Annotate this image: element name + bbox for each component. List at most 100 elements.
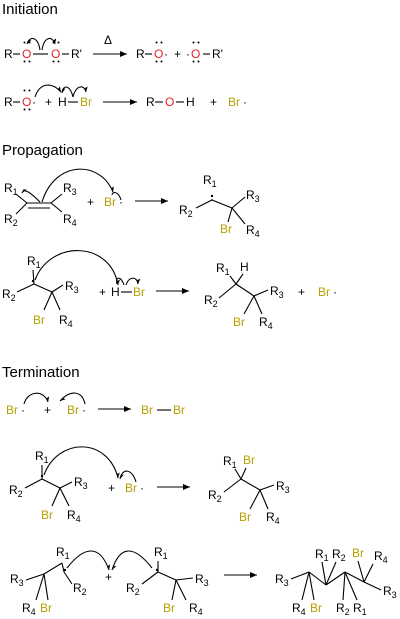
atom-bromine: Br [104, 195, 116, 209]
atom-r1: R1 [315, 547, 329, 563]
atom-r3: R3 [10, 572, 24, 588]
atom-bromine: Br [310, 601, 322, 615]
atom-bromine: Br [163, 601, 175, 615]
plus-sign: + [108, 481, 115, 495]
atom-r3: R3 [65, 279, 79, 295]
atom-r1: R1 [154, 545, 168, 561]
atom-r3: R3 [74, 475, 88, 491]
atom-r3: R3 [63, 181, 77, 197]
plus-sign: + [44, 403, 51, 417]
heading-termination: Termination [2, 364, 80, 381]
radical-dot: · [140, 481, 144, 495]
atom-oxygen: O [22, 47, 31, 61]
atom-r2: R2 [179, 203, 193, 219]
radical-dot: · [119, 195, 123, 209]
atom-bromine: Br [141, 403, 153, 417]
plus-sign: + [174, 47, 181, 61]
atom-r4: R4 [259, 315, 273, 331]
atom-r: R [136, 47, 145, 61]
atom-r: R [4, 47, 13, 61]
plus-sign: + [210, 95, 217, 109]
radical-dot: · [333, 285, 337, 299]
atom-r4: R4 [246, 223, 260, 239]
atom-r4: R4 [266, 510, 280, 526]
atom-oxygen: O [22, 95, 31, 109]
plus-sign: + [105, 570, 112, 584]
atom-r1: R1 [27, 254, 41, 270]
atom-r2: R2 [2, 287, 16, 303]
initiation-step-1: R O O R' Δ R O · + · O R' [4, 33, 223, 63]
atom-r: R [4, 95, 13, 109]
termination-step-1: Br · + Br · Br Br [6, 392, 185, 417]
atom-hydrogen: H [240, 260, 249, 274]
radical-dot: · [21, 403, 25, 417]
atom-r1: R1 [216, 261, 230, 277]
atom-r3: R3 [246, 188, 260, 204]
heading-initiation: Initiation [2, 1, 58, 18]
heading-propagation: Propagation [2, 142, 83, 159]
atom-r4: R4 [189, 601, 203, 617]
atom-bromine: Br [173, 403, 185, 417]
atom-r3: R3 [195, 572, 209, 588]
atom-bromine: Br [33, 313, 45, 327]
atom-r4: R4 [292, 601, 306, 617]
atom-oxygen: O [191, 47, 200, 61]
atom-r1: R1 [35, 449, 49, 465]
radical-dot: · [164, 47, 168, 61]
atom-r4: R4 [374, 549, 388, 565]
atom-bromine: Br [220, 222, 232, 236]
propagation-step-1: R1 R2 R3 R4 + Br · R1 R2 R3 Br R4 [4, 168, 260, 239]
atom-r4: R4 [67, 508, 81, 524]
atom-bromine: Br [239, 510, 251, 524]
termination-step-3: R3 R1 R2 R4 Br + R1 R2 R3 Br R4 R3 R1 R2… [10, 545, 397, 617]
radical-dot: · [82, 403, 86, 417]
atom-bromine: Br [243, 453, 255, 467]
heat-symbol: Δ [104, 33, 112, 47]
radical-dot: · [243, 95, 247, 109]
atom-r1: R1 [353, 601, 367, 617]
plus-sign: + [45, 95, 52, 109]
atom-bromine: Br [318, 285, 330, 299]
plus-sign: + [87, 195, 94, 209]
atom-r-prime: R' [212, 47, 223, 61]
atom-r2: R2 [336, 601, 350, 617]
atom-bromine: Br [80, 95, 92, 109]
atom-bromine: Br [40, 601, 52, 615]
atom-r1: R1 [4, 181, 18, 197]
initiation-step-2: R O · + H Br R O H + Br · [4, 84, 247, 111]
radical-dot: · [186, 47, 190, 61]
atom-r2: R2 [73, 581, 87, 597]
atom-bromine: Br [228, 95, 240, 109]
atom-r1: R1 [203, 173, 217, 189]
atom-r2: R2 [126, 581, 140, 597]
atom-r3: R3 [275, 572, 289, 588]
atom-r3: R3 [270, 284, 284, 300]
atom-bromine: Br [125, 481, 137, 495]
atom-r2: R2 [9, 483, 23, 499]
atom-r2: R2 [204, 293, 218, 309]
atom-hydrogen: H [186, 95, 195, 109]
atom-r1: R1 [223, 454, 237, 470]
atom-r2: R2 [332, 547, 346, 563]
atom-r: R [146, 95, 155, 109]
radical-dot: · [32, 95, 36, 109]
atom-r4: R4 [59, 313, 73, 329]
propagation-step-2: R1 R2 R3 Br R4 + H Br R1 H R2 R3 Br R4 [2, 250, 337, 331]
plus-sign: + [298, 285, 305, 299]
atom-hydrogen: H [58, 95, 67, 109]
atom-r4: R4 [63, 212, 77, 228]
atom-r-prime: R' [71, 47, 82, 61]
atom-bromine: Br [133, 285, 145, 299]
atom-r4: R4 [22, 601, 36, 617]
atom-bromine: Br [352, 546, 364, 560]
atom-oxygen: O [51, 47, 60, 61]
atom-r3: R3 [276, 479, 290, 495]
atom-r1: R1 [56, 545, 70, 561]
atom-oxygen: O [154, 47, 163, 61]
atom-hydrogen: H [111, 285, 120, 299]
atom-bromine: Br [67, 403, 79, 417]
atom-oxygen: O [165, 95, 174, 109]
termination-step-2: R1 R2 R3 Br R4 + Br · R1 Br R2 R3 Br R4 [9, 446, 290, 526]
atom-bromine: Br [6, 403, 18, 417]
